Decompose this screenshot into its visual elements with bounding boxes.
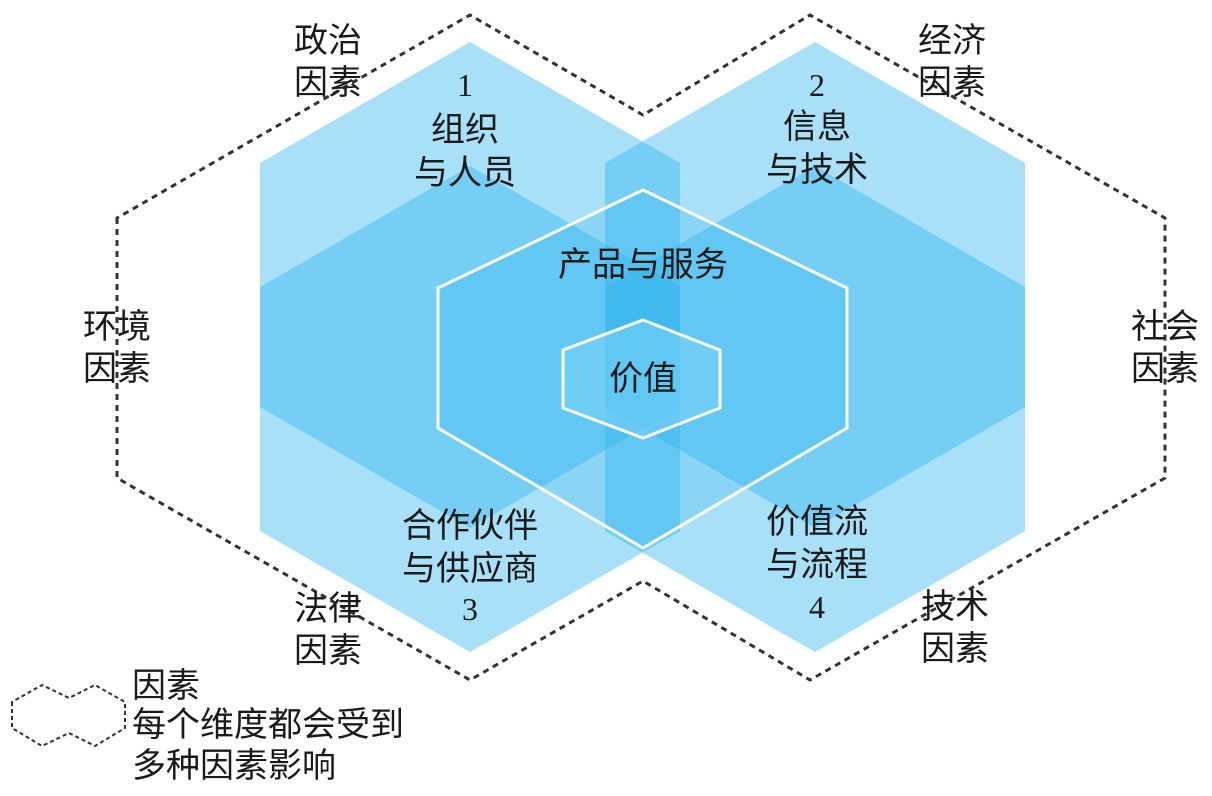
svg-text:因素: 因素 bbox=[83, 349, 151, 389]
svg-text:法律: 法律 bbox=[294, 589, 362, 629]
svg-text:因素: 因素 bbox=[918, 63, 986, 103]
svg-text:与技术: 与技术 bbox=[766, 150, 868, 190]
svg-text:经济: 经济 bbox=[918, 21, 986, 61]
factor-political: 政治 因素 bbox=[294, 21, 362, 103]
value-label: 价值 bbox=[609, 359, 677, 399]
svg-text:因素: 因素 bbox=[921, 629, 989, 669]
svg-text:技术: 技术 bbox=[921, 587, 989, 627]
factor-social: 社会 因素 bbox=[1131, 307, 1199, 389]
svg-text:4: 4 bbox=[809, 589, 825, 625]
svg-text:与供应商: 与供应商 bbox=[402, 549, 538, 589]
products-services-label: 产品与服务 bbox=[558, 245, 728, 285]
legend: 因素 每个维度都会受到 多种因素影响 bbox=[11, 666, 404, 786]
factor-legal: 法律 因素 bbox=[294, 589, 362, 671]
dimension-2-label: 2 信息 与技术 bbox=[766, 67, 868, 190]
factor-technological: 技术 因素 bbox=[921, 587, 989, 669]
svg-text:与人员: 与人员 bbox=[414, 153, 516, 193]
svg-text:因素: 因素 bbox=[294, 63, 362, 103]
svg-text:合作伙伴: 合作伙伴 bbox=[402, 506, 538, 546]
svg-text:社会: 社会 bbox=[1131, 307, 1199, 347]
svg-text:信息: 信息 bbox=[783, 107, 851, 147]
svg-text:因素: 因素 bbox=[294, 631, 362, 671]
svg-text:政治: 政治 bbox=[294, 21, 362, 61]
svg-text:1: 1 bbox=[457, 67, 473, 103]
svg-text:价值流: 价值流 bbox=[766, 502, 868, 542]
svg-text:因素: 因素 bbox=[132, 666, 200, 706]
svg-text:组织: 组织 bbox=[431, 110, 499, 150]
svg-text:2: 2 bbox=[809, 67, 825, 103]
svg-text:环境: 环境 bbox=[83, 307, 151, 347]
dimension-hexagon-4 bbox=[605, 166, 1025, 652]
svg-text:因素: 因素 bbox=[1131, 349, 1199, 389]
dimension-1-label: 1 组织 与人员 bbox=[414, 67, 516, 193]
svg-text:多种因素影响: 多种因素影响 bbox=[132, 746, 336, 786]
svg-text:每个维度都会受到: 每个维度都会受到 bbox=[132, 705, 404, 745]
svg-text:3: 3 bbox=[462, 591, 478, 627]
value-hexagon bbox=[561, 318, 722, 440]
factor-environmental: 环境 因素 bbox=[83, 307, 151, 389]
dimension-3-label: 合作伙伴 与供应商 3 bbox=[402, 506, 538, 627]
dimension-4-label: 价值流 与流程 4 bbox=[766, 502, 868, 625]
legend-dashed-icon bbox=[11, 683, 126, 748]
svg-text:与流程: 与流程 bbox=[766, 545, 868, 585]
factors-boundary bbox=[115, 13, 1167, 682]
dimension-hexagon-3 bbox=[260, 166, 680, 652]
factor-economic: 经济 因素 bbox=[918, 21, 986, 103]
